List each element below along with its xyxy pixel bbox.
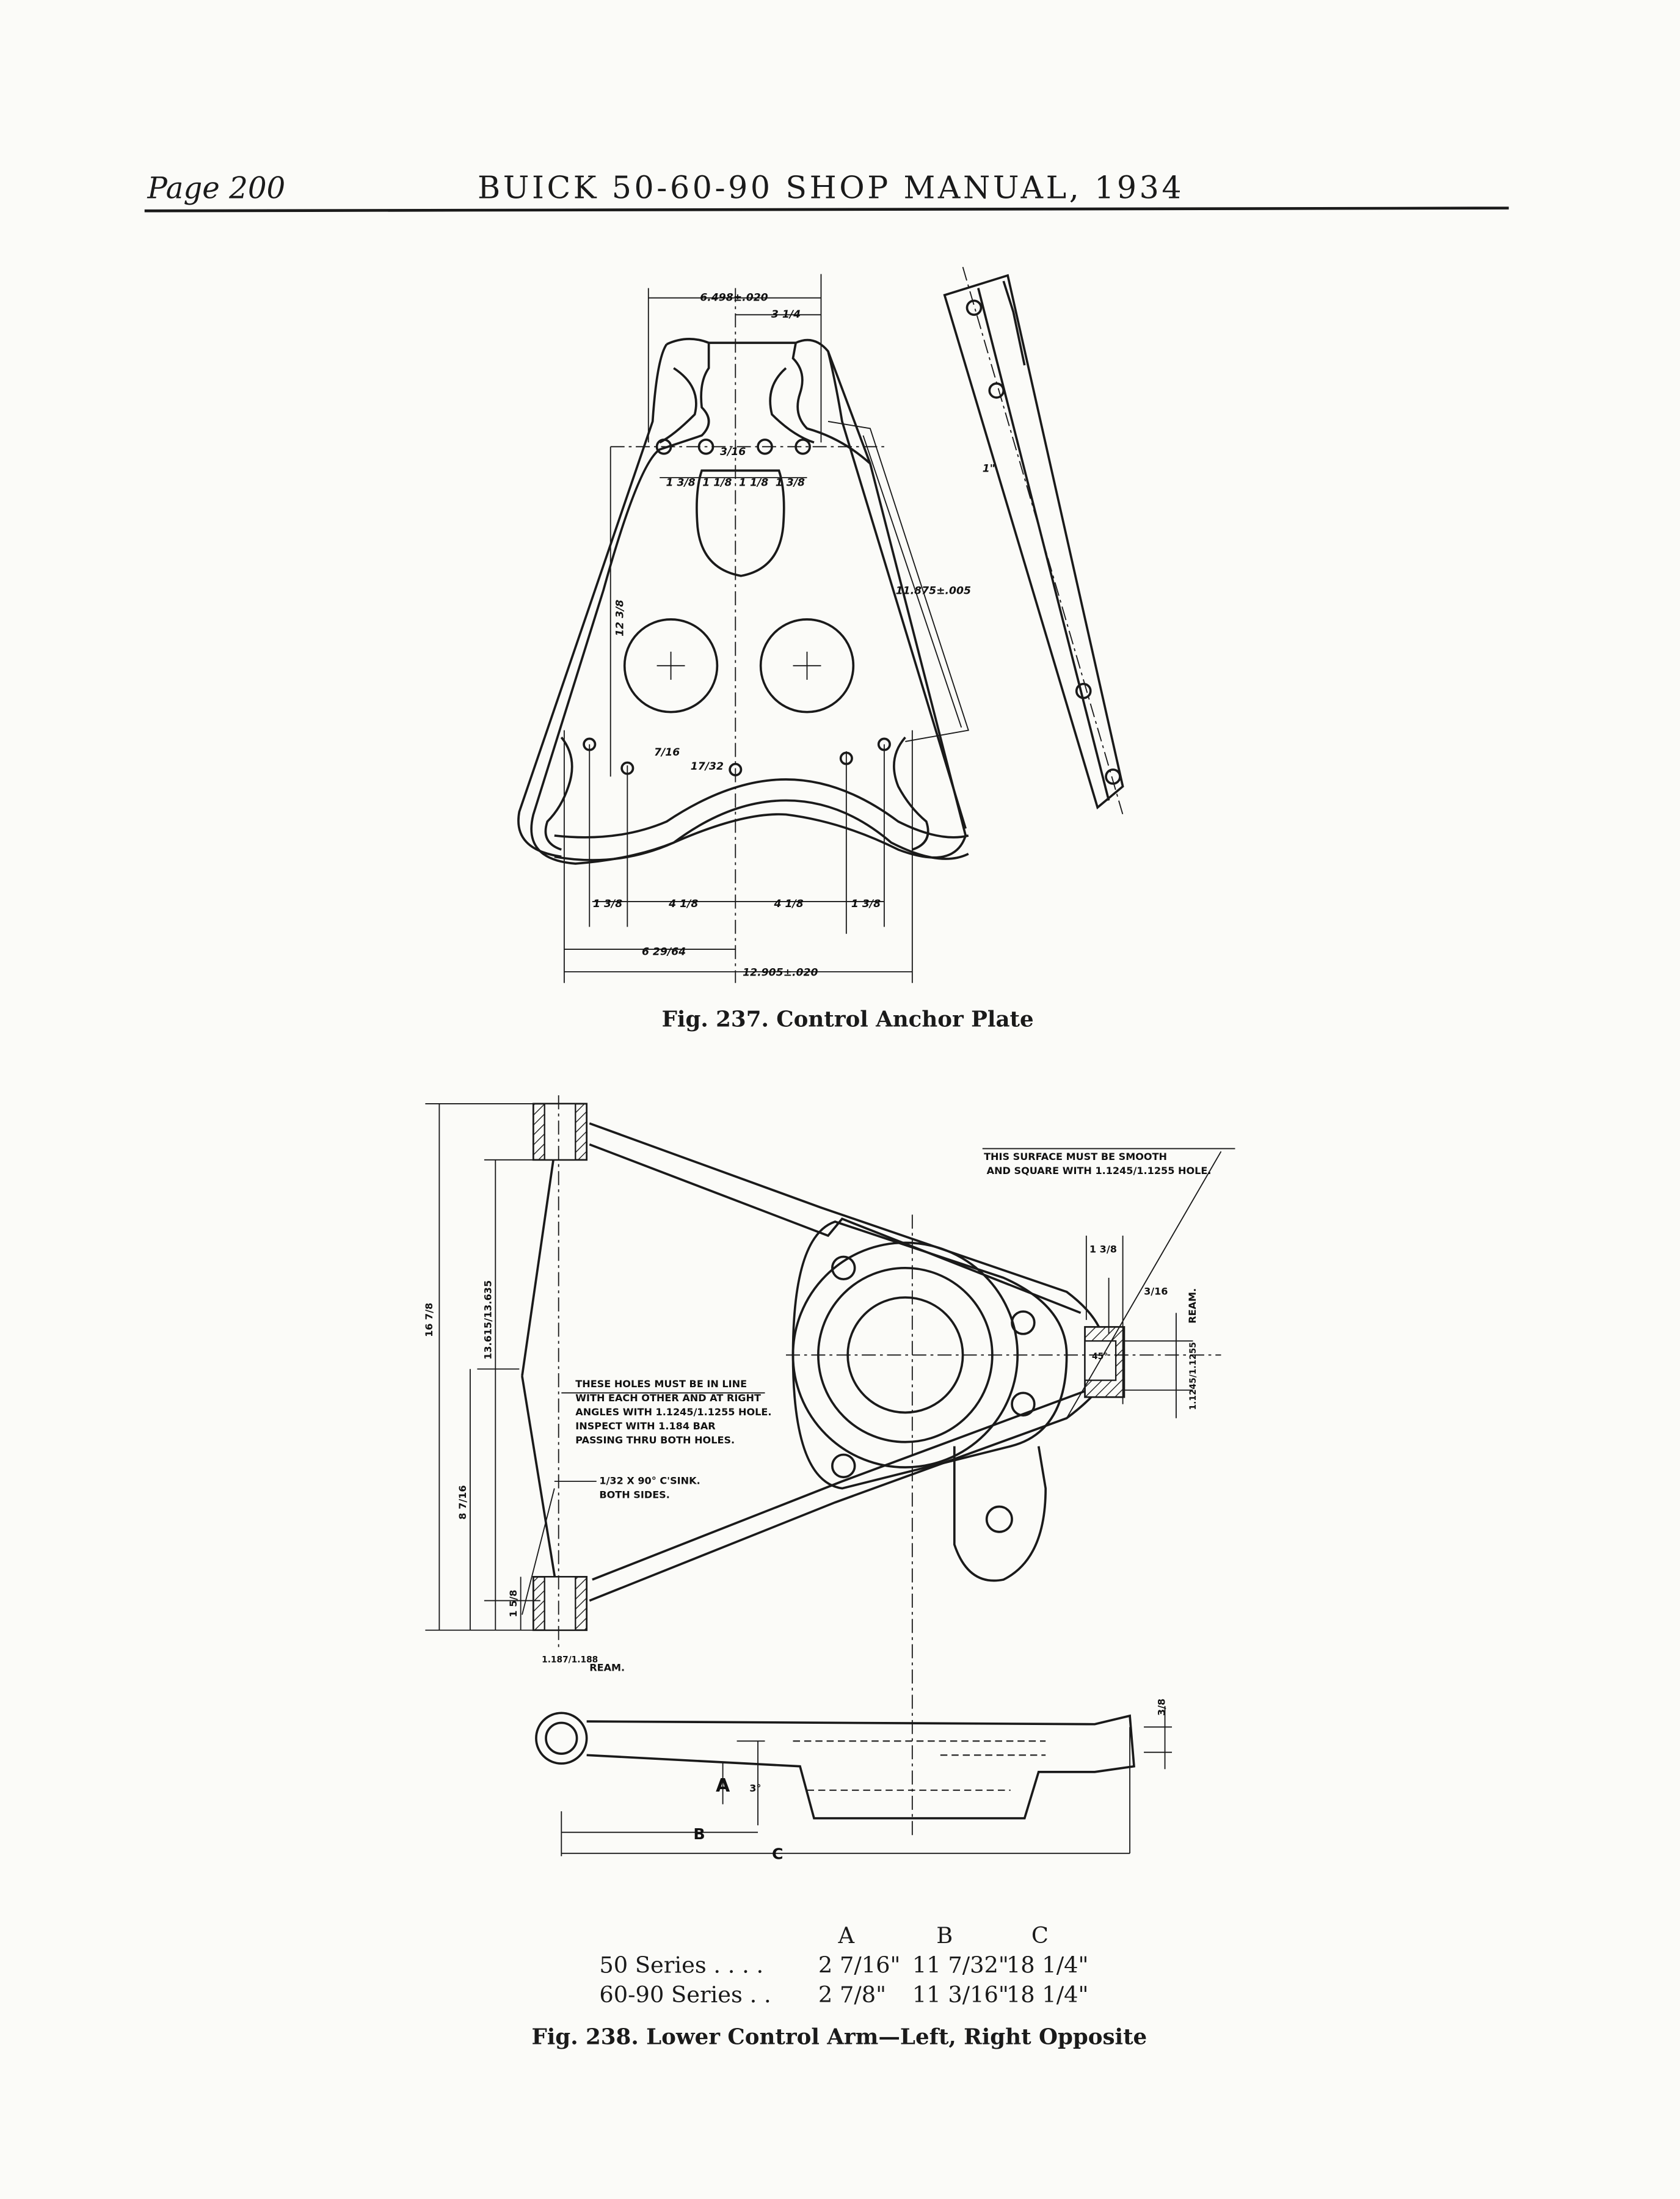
dim-angle: 3° [749, 1782, 761, 1794]
dim-bushing-ream: REAM. [1187, 1288, 1198, 1324]
dim-bottom-spacing-1: 1 3/8 [593, 898, 622, 910]
note-csink-line2: BOTH SIDES. [599, 1489, 670, 1501]
value-c: 18 1/4" [1006, 1952, 1089, 1978]
dim-slant-length: 11.875±.005 [896, 585, 971, 597]
dim-label-b: B [693, 1825, 705, 1843]
value-b: 11 7/32" [912, 1952, 1009, 1978]
dim-hole-spacing-1: 1 3/8 [666, 477, 696, 489]
dim-lower-height: 8 7/16 [457, 1485, 468, 1519]
note-holes-line4: INSPECT WITH 1.184 BAR [575, 1420, 716, 1432]
dim-bottom-spacing-3: 4 1/8 [773, 898, 803, 910]
dimension-table: A B C 50 Series . . . . 2 7/16" 11 7/32"… [599, 1922, 1088, 2008]
value-c: 18 1/4" [1006, 1982, 1089, 2008]
dim-bar-width: 1" [983, 463, 995, 475]
dim-side-offset: 3/8 [1156, 1699, 1168, 1716]
dim-eye-height: 1 5/8 [507, 1590, 519, 1617]
dim-bushing-width: 1 3/8 [1089, 1244, 1117, 1255]
page-header: Page 200 BUICK 50-60-90 SHOP MANUAL, 193… [144, 170, 1509, 213]
dim-small-offset: 3/16 [720, 446, 746, 458]
table-header-c: C [1031, 1922, 1049, 1949]
figure-237-dimensions: 6.498±.020 3 1/4 3/16 1 3/8 1 1/8 1 1/8 … [593, 291, 995, 979]
table-header-b: B [936, 1922, 953, 1949]
dim-bottom-spacing-2: 4 1/8 [668, 898, 698, 910]
dim-eye-bore: 1.187/1.188 [542, 1655, 598, 1665]
dim-half-base: 6 29/64 [642, 946, 686, 958]
note-holes-line5: PASSING THRU BOTH HOLES. [575, 1434, 735, 1446]
dim-hole-spacing-4: 1 3/8 [776, 477, 805, 489]
note-holes-line3: ANGLES WITH 1.1245/1.1255 HOLE. [575, 1406, 771, 1418]
manual-title: BUICK 50-60-90 SHOP MANUAL, 1934 [478, 170, 1184, 206]
page-number: Page 200 [147, 172, 285, 206]
figure-237-caption: Fig. 237. Control Anchor Plate [662, 1007, 1034, 1032]
dim-label-a: A [716, 1775, 730, 1796]
note-csink-line1: 1/32 X 90° C'SINK. [599, 1475, 700, 1487]
dim-height-left: 12 3/8 [614, 600, 626, 636]
dim-hole-spacing-2: 1 1/8 [702, 477, 732, 489]
dim-top-width: 6.498±.020 [700, 291, 768, 304]
value-a: 2 7/16" [818, 1952, 901, 1978]
dim-chamfer: 45° [1092, 1352, 1108, 1362]
dim-hole-centers: 13.615/13.635 [482, 1280, 493, 1360]
table-row: 50 Series . . . . 2 7/16" 11 7/32" 18 1/… [599, 1952, 1088, 1978]
dim-label-c: C [772, 1845, 784, 1862]
table-row: 60-90 Series . . 2 7/8" 11 3/16" 18 1/4" [599, 1982, 1088, 2008]
dim-eye-ream: REAM. [589, 1661, 625, 1673]
series-label: 50 Series . . . . [599, 1952, 763, 1978]
header-rule [144, 206, 1509, 213]
dim-overall-height: 16 7/8 [423, 1303, 435, 1337]
value-a: 2 7/8" [818, 1982, 886, 2008]
dim-lower-offset-2: 17/32 [691, 760, 724, 773]
side-view [535, 1705, 1173, 1856]
dim-lower-offset-1: 7/16 [654, 746, 680, 759]
figure-237-drawing [517, 266, 1124, 983]
figure-238-annotations: THIS SURFACE MUST BE SMOOTH AND SQUARE W… [423, 1151, 1212, 1863]
note-holes-line1: THESE HOLES MUST BE IN LINE [575, 1378, 747, 1390]
dim-base-width: 12.905±.020 [743, 967, 818, 979]
dim-bushing-bore: 1.1245/1.1255 [1188, 1342, 1198, 1410]
note-holes-line2: WITH EACH OTHER AND AT RIGHT [575, 1392, 761, 1404]
figure-238-drawing [425, 1095, 1235, 1856]
dim-bushing-offset: 3/16 [1144, 1285, 1168, 1297]
series-label: 60-90 Series . . [599, 1982, 771, 2008]
dim-bottom-spacing-4: 1 3/8 [851, 898, 881, 910]
dim-half-width: 3 1/4 [771, 308, 801, 321]
figure-238-caption: Fig. 238. Lower Control Arm—Left, Right … [532, 2025, 1147, 2050]
dim-hole-spacing-3: 1 1/8 [739, 477, 768, 489]
note-surface-line1: THIS SURFACE MUST BE SMOOTH [984, 1151, 1167, 1162]
value-b: 11 3/16" [912, 1982, 1009, 2008]
table-header-a: A [838, 1922, 855, 1949]
note-surface-line2: AND SQUARE WITH 1.1245/1.1255 HOLE. [987, 1165, 1212, 1176]
